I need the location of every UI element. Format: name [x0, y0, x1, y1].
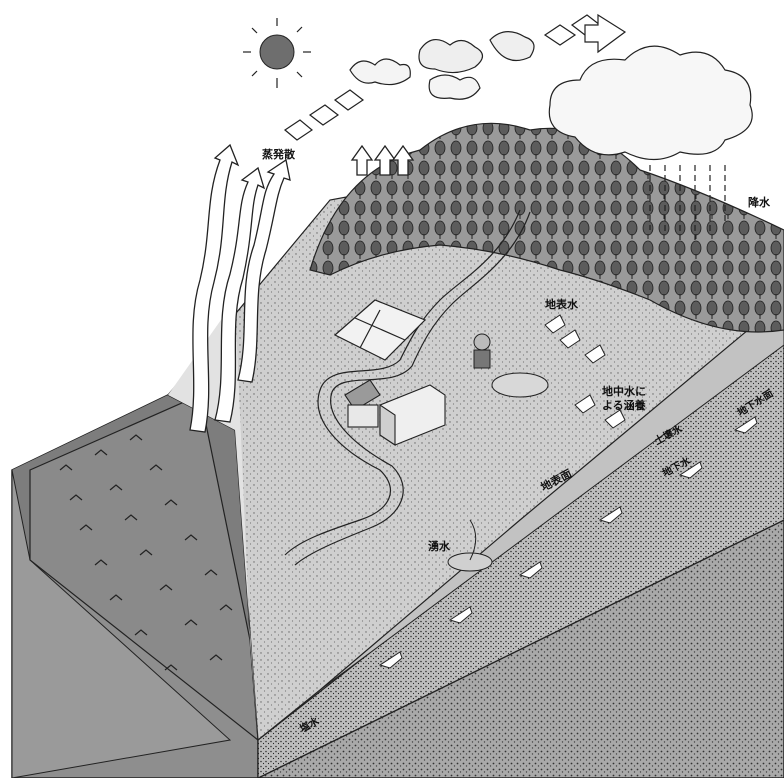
surface-water-label: 地表水 — [545, 298, 578, 312]
precipitation-label: 降水 — [748, 196, 770, 210]
sea — [12, 382, 258, 778]
spring-label: 湧水 — [428, 540, 450, 554]
evaporation-label: 蒸発散 — [262, 148, 295, 162]
groundwater-recharge-label-line1: 地中水に — [602, 385, 646, 399]
groundwater-recharge-label-line2: よる涵養 — [602, 399, 646, 413]
sun-icon — [243, 18, 311, 88]
person-figure — [474, 334, 490, 368]
pond — [492, 373, 548, 397]
